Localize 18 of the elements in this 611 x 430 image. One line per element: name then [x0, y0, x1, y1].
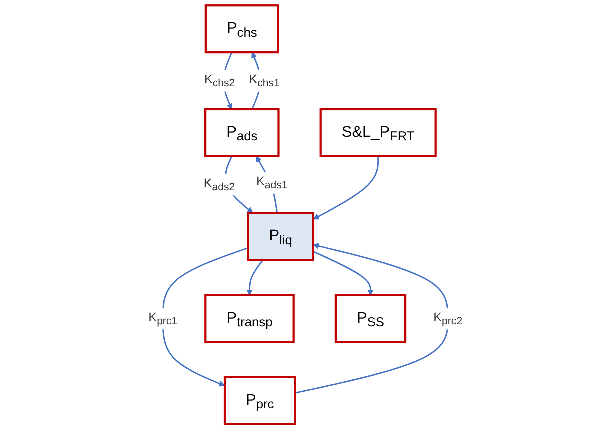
node-box: S&L_P$_{FRT}$: [320, 108, 437, 158]
arrow: [295, 243, 449, 394]
arrow: [313, 251, 374, 296]
node-box: P$_{transp}$: [204, 294, 295, 344]
node-box: P$_{liq}$: [247, 212, 314, 262]
arrow: [313, 156, 379, 220]
node-box: P$_{ads}$: [204, 108, 280, 158]
node-box: P$_{prc}$: [224, 376, 296, 426]
edge-label: K$_{ads1}$: [256, 174, 288, 192]
arrow: [246, 260, 264, 296]
edge-label: K$_{chs1}$: [249, 72, 280, 90]
node-box: P$_{SS}$: [334, 294, 406, 344]
edge-label: K$_{ads2}$: [204, 176, 236, 194]
arrow: [162, 248, 248, 387]
node-box: P$_{chs}$: [204, 4, 280, 54]
edge-label: K$_{prc2}$: [434, 310, 462, 328]
edge-label: K$_{prc1}$: [148, 310, 178, 328]
edge-label: K$_{chs2}$: [204, 72, 236, 90]
